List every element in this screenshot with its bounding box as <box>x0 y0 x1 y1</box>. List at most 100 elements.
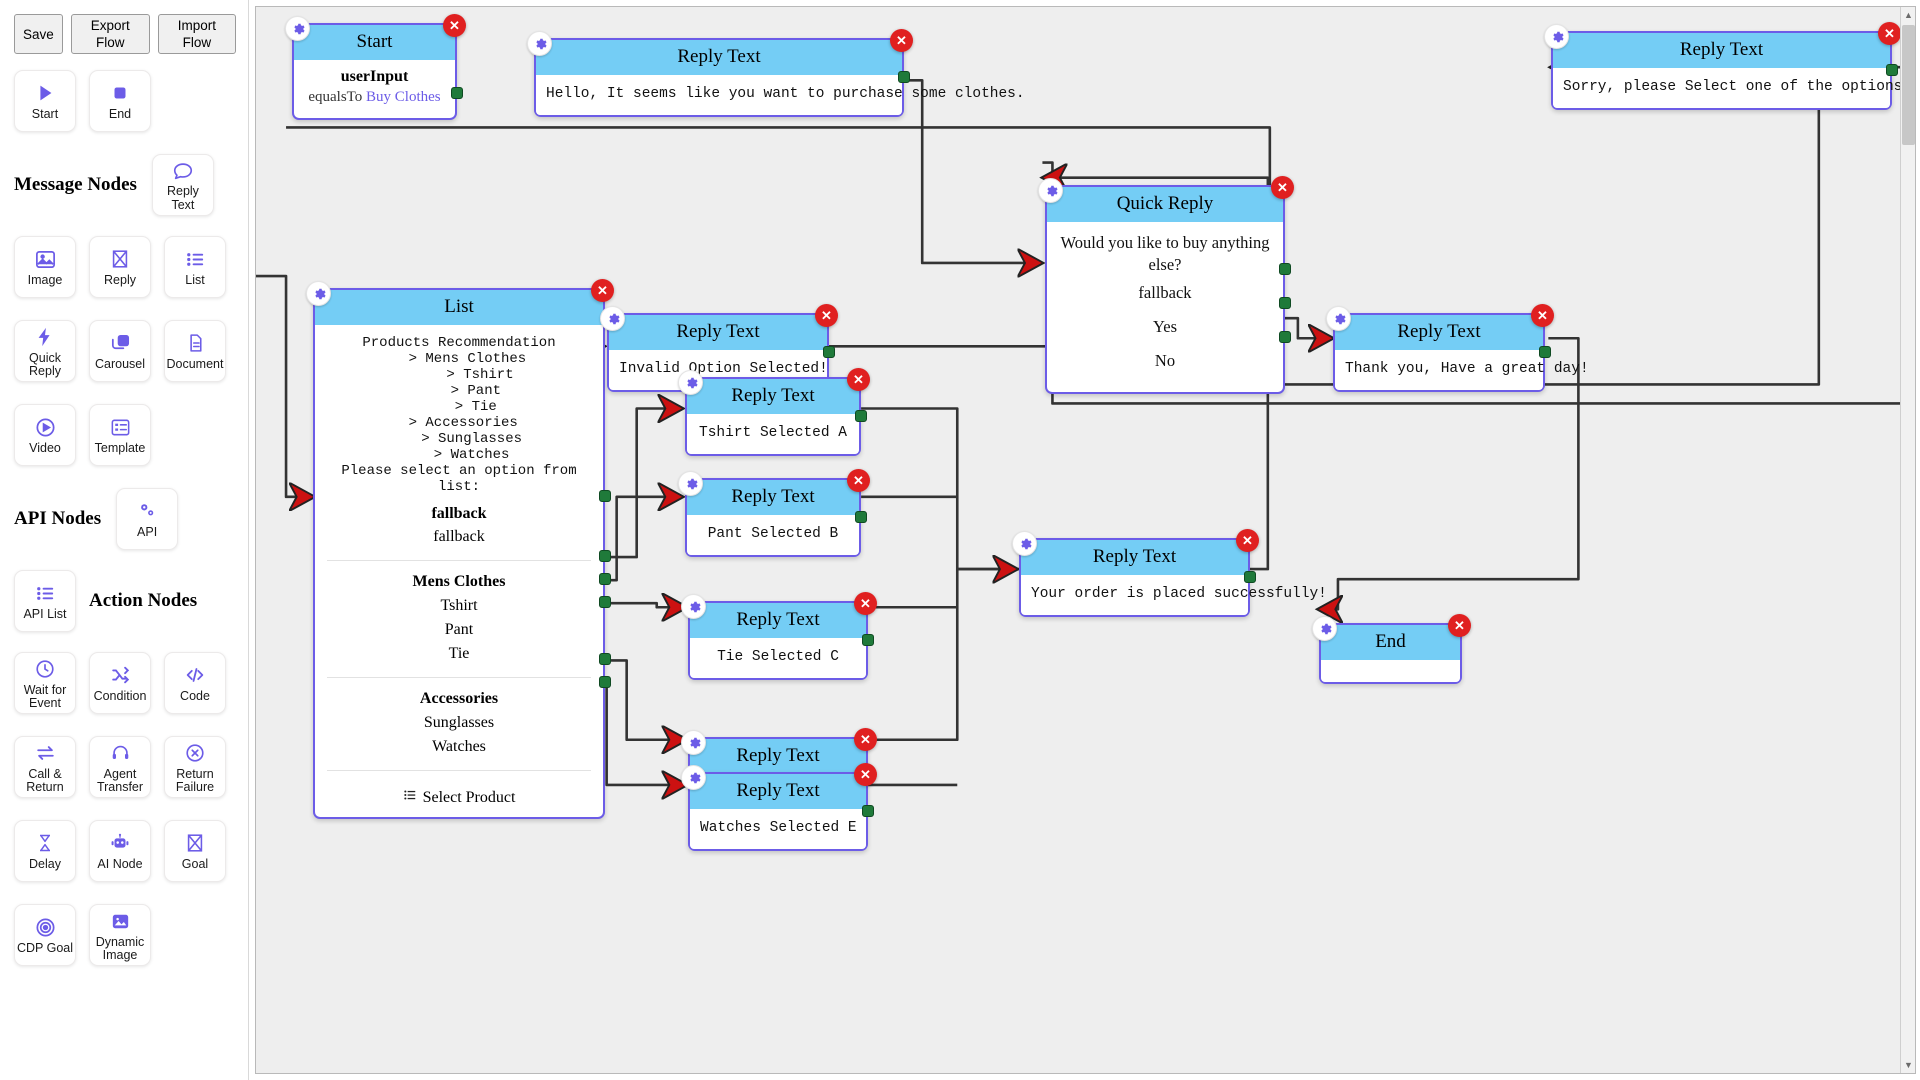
list-group-item[interactable]: Tshirt <box>440 597 478 614</box>
output-handle[interactable] <box>823 346 835 358</box>
flow-node-watches[interactable]: Reply Text ✕ Watches Selected E <box>681 763 877 851</box>
close-icon[interactable]: ✕ <box>443 14 466 37</box>
gear-icon[interactable] <box>1038 178 1063 203</box>
close-icon[interactable]: ✕ <box>1531 304 1554 327</box>
output-handle-fallback[interactable] <box>599 490 611 502</box>
flow-node-tie[interactable]: Reply Text ✕ Tie Selected C <box>681 592 877 680</box>
palette-item-wait-for-event[interactable]: Wait for Event <box>14 652 76 714</box>
flow-node-pant[interactable]: Reply Text ✕ Pant Selected B <box>678 469 870 557</box>
flow-node-thank-you[interactable]: Reply Text ✕ Thank you, Have a great day… <box>1326 304 1589 392</box>
quick-reply-option[interactable]: Yes <box>1152 317 1177 336</box>
close-icon[interactable]: ✕ <box>591 279 614 302</box>
close-icon[interactable]: ✕ <box>854 728 877 751</box>
palette-item-goal[interactable]: Goal <box>164 820 226 882</box>
flow-node-greeting[interactable]: Reply Text ✕ Hello, It seems like you wa… <box>527 29 1025 117</box>
output-handle[interactable] <box>862 634 874 646</box>
output-handle-sunglasses[interactable] <box>599 653 611 665</box>
gear-icon[interactable] <box>527 31 552 56</box>
palette-item-code[interactable]: Code <box>164 652 226 714</box>
quick-reply-option[interactable]: No <box>1154 351 1176 370</box>
palette-item-delay[interactable]: Delay <box>14 820 76 882</box>
close-icon[interactable]: ✕ <box>815 304 838 327</box>
palette-item-carousel[interactable]: Carousel <box>89 320 151 382</box>
flow-node-sorry[interactable]: Reply Text ✕ Sorry, please Select one of… <box>1544 22 1911 110</box>
gear-icon[interactable] <box>285 16 310 41</box>
gear-icon[interactable] <box>681 594 706 619</box>
gear-icon[interactable] <box>1312 616 1337 641</box>
output-handle[interactable] <box>1886 64 1898 76</box>
list-group-item[interactable]: Sunglasses <box>423 714 495 731</box>
output-handle[interactable] <box>855 511 867 523</box>
flow-node-tshirt[interactable]: Reply Text ✕ Tshirt Selected A <box>678 368 870 456</box>
close-icon[interactable]: ✕ <box>1236 529 1259 552</box>
flow-node-end[interactable]: End ✕ <box>1312 614 1471 684</box>
output-handle[interactable] <box>451 87 463 99</box>
export-flow-button[interactable]: Export Flow <box>70 14 150 54</box>
output-handle[interactable] <box>855 410 867 422</box>
close-icon[interactable]: ✕ <box>847 469 870 492</box>
output-handle[interactable] <box>1244 571 1256 583</box>
canvas-vertical-scrollbar[interactable]: ▲ ▼ <box>1900 7 1915 1073</box>
palette-item-api-list[interactable]: API List <box>14 570 76 632</box>
quick-reply-option[interactable]: fallback <box>1138 283 1192 302</box>
flow-node-quick-reply[interactable]: Quick Reply ✕ Would you like to buy anyt… <box>1038 176 1294 394</box>
gear-icon[interactable] <box>1012 531 1037 556</box>
palette-item-cdp-goal[interactable]: CDP Goal <box>14 904 76 966</box>
output-handle-tie[interactable] <box>599 596 611 608</box>
scroll-down-icon[interactable]: ▼ <box>1904 1060 1913 1070</box>
gear-icon[interactable] <box>306 281 331 306</box>
output-handle[interactable] <box>862 805 874 817</box>
gear-icon[interactable] <box>678 370 703 395</box>
palette-item-document[interactable]: Document <box>164 320 226 382</box>
palette-item-api[interactable]: API <box>116 488 179 550</box>
gear-icon[interactable] <box>600 306 625 331</box>
close-icon[interactable]: ✕ <box>1878 22 1901 45</box>
output-handle-tshirt[interactable] <box>599 550 611 562</box>
output-handle[interactable] <box>898 71 910 83</box>
gear-icon[interactable] <box>1326 306 1351 331</box>
palette-item-video[interactable]: Video <box>14 404 76 466</box>
palette-item-template[interactable]: Template <box>89 404 151 466</box>
list-group-item[interactable]: Pant <box>444 621 474 638</box>
palette-item-ai-node[interactable]: AI Node <box>89 820 151 882</box>
palette-item-call-and-return[interactable]: Call & Return <box>14 736 76 798</box>
palette-item-start[interactable]: Start <box>14 70 76 132</box>
palette-item-image[interactable]: Image <box>14 236 76 298</box>
close-icon[interactable]: ✕ <box>1448 614 1471 637</box>
output-handle-no[interactable] <box>1279 331 1291 343</box>
palette-item-reply[interactable]: Reply <box>89 236 151 298</box>
gear-icon[interactable] <box>681 765 706 790</box>
list-footer-select-product[interactable]: Select Product <box>315 780 603 817</box>
gear-icon[interactable] <box>678 471 703 496</box>
palette-item-quick-reply[interactable]: Quick Reply <box>14 320 76 382</box>
palette-item-dynamic-image[interactable]: Dynamic Image <box>89 904 151 966</box>
close-icon[interactable]: ✕ <box>854 592 877 615</box>
output-handle-watches[interactable] <box>599 676 611 688</box>
save-button[interactable]: Save <box>14 14 63 54</box>
close-icon[interactable]: ✕ <box>1271 176 1294 199</box>
output-handle-fallback[interactable] <box>1279 263 1291 275</box>
list-group-item[interactable]: Watches <box>432 738 486 755</box>
close-icon[interactable]: ✕ <box>854 763 877 786</box>
output-handle[interactable] <box>1539 346 1551 358</box>
gear-icon[interactable] <box>1544 24 1569 49</box>
close-icon[interactable]: ✕ <box>890 29 913 52</box>
scrollbar-thumb[interactable] <box>1902 25 1915 145</box>
flow-node-order-placed[interactable]: Reply Text ✕ Your order is placed succes… <box>1012 529 1327 617</box>
flow-node-start[interactable]: Start ✕ userInput equalsTo Buy Clothes <box>285 14 466 120</box>
list-group-item[interactable]: Tie <box>448 645 470 662</box>
palette-item-end[interactable]: End <box>89 70 151 132</box>
output-handle-pant[interactable] <box>599 573 611 585</box>
palette-item-condition[interactable]: Condition <box>89 652 151 714</box>
output-handle-yes[interactable] <box>1279 297 1291 309</box>
scroll-up-icon[interactable]: ▲ <box>1904 10 1913 20</box>
flow-node-list[interactable]: List ✕ Products Recommendation > Mens Cl… <box>306 279 614 819</box>
import-flow-button[interactable]: Import Flow <box>157 14 236 54</box>
palette-item-agent-transfer[interactable]: Agent Transfer <box>89 736 151 798</box>
close-icon[interactable]: ✕ <box>847 368 870 391</box>
palette-item-return-failure[interactable]: Return Failure <box>164 736 226 798</box>
flow-canvas[interactable]: Start ✕ userInput equalsTo Buy Clothes <box>255 6 1916 1074</box>
palette-item-reply-text[interactable]: Reply Text <box>151 154 214 216</box>
palette-item-list[interactable]: List <box>164 236 226 298</box>
gear-icon[interactable] <box>681 730 706 755</box>
